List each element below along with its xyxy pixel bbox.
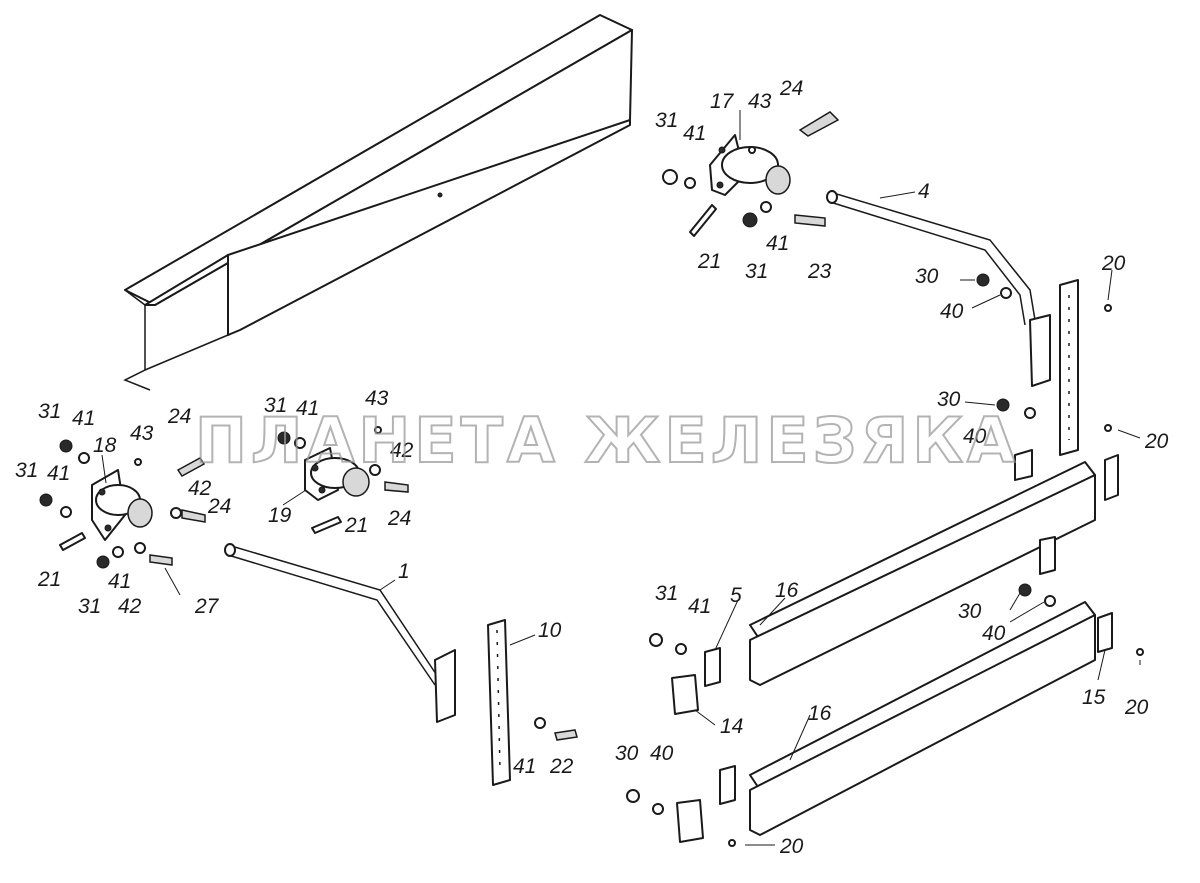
stand-10-right <box>1059 279 1079 456</box>
callout-31-d: 31 <box>264 394 287 417</box>
callout-41-f: 41 <box>766 232 789 255</box>
callout-31-b: 31 <box>15 459 38 482</box>
callout-24-d: 24 <box>779 77 803 100</box>
nuts-washers <box>39 146 1144 847</box>
channel-16-upper <box>749 461 1096 686</box>
callout-labels: 1 4 5 10 14 15 16 16 17 18 19 20 20 20 2… <box>15 77 1169 858</box>
callout-30-d: 30 <box>615 742 639 765</box>
callout-40-d: 40 <box>650 742 674 765</box>
callout-42-a: 42 <box>188 477 212 500</box>
callout-21-mid: 21 <box>344 514 368 537</box>
callout-30-b: 30 <box>937 388 961 411</box>
callout-41-h: 41 <box>513 755 536 778</box>
frame-side-member <box>123 14 633 391</box>
callout-20-c: 20 <box>1124 696 1149 719</box>
callout-5: 5 <box>730 584 742 607</box>
callout-41-g: 41 <box>688 595 711 618</box>
callout-30-a: 30 <box>915 265 939 288</box>
callout-20-d: 20 <box>779 835 804 858</box>
callout-31-a: 31 <box>38 400 61 423</box>
bracket-19 <box>304 447 370 501</box>
callout-31-e: 31 <box>655 109 678 132</box>
callout-4: 4 <box>918 180 930 203</box>
callout-17: 17 <box>710 90 735 113</box>
callout-31-c: 31 <box>78 595 101 618</box>
callout-15: 15 <box>1082 686 1106 709</box>
callout-22: 22 <box>549 755 574 778</box>
callout-31-g: 31 <box>655 582 678 605</box>
callout-16-lower: 16 <box>808 702 832 725</box>
callout-40-b: 40 <box>963 425 987 448</box>
callout-30-c: 30 <box>958 600 982 623</box>
bracket-17 <box>709 134 791 196</box>
callout-18: 18 <box>93 434 117 457</box>
channel-16-lower <box>749 601 1096 836</box>
callout-31-f: 31 <box>745 260 768 283</box>
callout-41-d: 41 <box>296 397 319 420</box>
callout-21-left: 21 <box>37 568 61 591</box>
callout-41-c: 41 <box>108 570 131 593</box>
stand-10-left <box>487 619 511 786</box>
callout-42-c: 42 <box>390 439 414 462</box>
callout-20-a: 20 <box>1101 252 1126 275</box>
callout-27: 27 <box>194 595 220 618</box>
callout-42-b: 42 <box>118 595 142 618</box>
callout-21-top: 21 <box>697 250 721 273</box>
callout-24-b: 24 <box>207 495 231 518</box>
callout-24-a: 24 <box>167 405 191 428</box>
leader-lines <box>101 110 1141 846</box>
callout-1: 1 <box>398 560 410 583</box>
callout-14: 14 <box>720 715 743 738</box>
callout-43-a: 43 <box>130 422 154 445</box>
callout-43-b: 43 <box>365 387 389 410</box>
watermark-text: ПЛАНЕТА ЖЕЛЕЗЯКА <box>195 404 1019 477</box>
callout-10: 10 <box>538 619 562 642</box>
pins-21 <box>59 204 717 551</box>
callout-40-a: 40 <box>940 300 964 323</box>
callout-40-c: 40 <box>982 622 1006 645</box>
callout-41-e: 41 <box>683 122 706 145</box>
bracket-18 <box>91 469 153 541</box>
bar-4 <box>826 190 1051 387</box>
callout-43-c: 43 <box>748 90 772 113</box>
callout-20-b: 20 <box>1144 430 1169 453</box>
callout-23: 23 <box>807 260 832 283</box>
bolts <box>149 111 840 741</box>
callout-41-a: 41 <box>72 407 95 430</box>
callout-24-c: 24 <box>387 507 411 530</box>
callout-16-upper: 16 <box>775 579 799 602</box>
callout-41-b: 41 <box>47 462 70 485</box>
bar-1 <box>224 543 456 723</box>
clips <box>671 449 1119 843</box>
callout-19: 19 <box>268 504 292 527</box>
